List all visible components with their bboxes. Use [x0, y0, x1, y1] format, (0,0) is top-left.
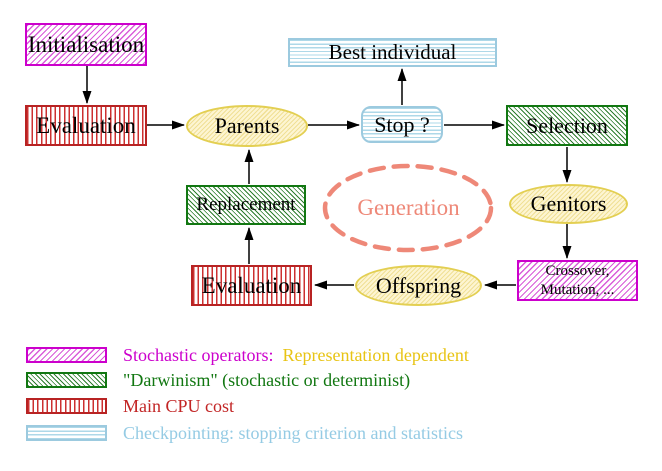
legend-darwinism-text: "Darwinism" (stochastic or determinist) — [123, 369, 411, 390]
generation-label: Generation — [357, 195, 460, 220]
node-best-individual: Best individual — [288, 38, 497, 67]
legend-checkpointing-text: Checkpointing: stopping criterion and st… — [123, 422, 463, 443]
node-selection: Selection — [506, 105, 628, 146]
node-offspring: Offspring — [355, 265, 482, 306]
node-evaluation-bottom: Evaluation — [191, 265, 312, 306]
node-stop: Stop ? — [361, 106, 443, 143]
node-crossover-mutation: Crossover, Mutation, ... — [517, 260, 638, 301]
legend-swatch-green-hatch — [26, 372, 107, 388]
node-evaluation-top: Evaluation — [25, 105, 147, 146]
legend-cpu-text: Main CPU cost — [123, 395, 235, 416]
legend-swatch-red-stripes — [26, 398, 107, 414]
node-genitors: Genitors — [509, 184, 628, 224]
legend-row-stochastic: Stochastic operators: Representation dep… — [26, 345, 469, 365]
node-parents: Parents — [186, 105, 308, 147]
legend-row-cpu: Main CPU cost — [26, 396, 234, 416]
legend-swatch-cyan-stripes — [26, 425, 107, 441]
node-replacement: Replacement — [186, 185, 306, 225]
legend-row-checkpointing: Checkpointing: stopping criterion and st… — [26, 423, 463, 443]
node-initialisation: Initialisation — [25, 23, 147, 66]
crossover-label: Crossover, Mutation, ... — [540, 262, 615, 298]
legend-row-darwinism: "Darwinism" (stochastic or determinist) — [26, 370, 410, 390]
legend-stochastic-detail: Representation dependent — [282, 344, 469, 365]
legend-stochastic-title: Stochastic operators: — [123, 344, 274, 365]
legend-swatch-magenta-hatch — [26, 347, 107, 363]
generation-dashed-ellipse — [322, 163, 494, 253]
